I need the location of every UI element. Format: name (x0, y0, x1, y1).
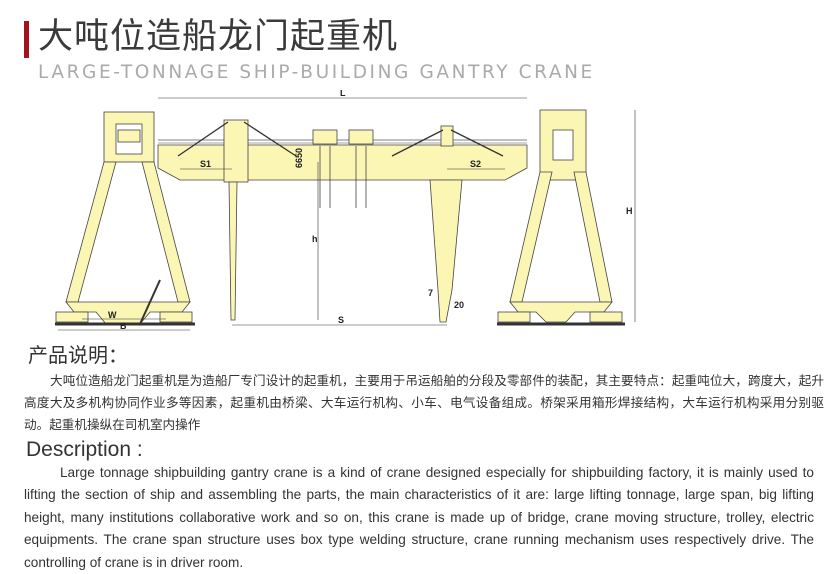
main-girder (157, 144, 528, 181)
dim-label-7: 7 (428, 288, 433, 298)
main-front-view (157, 119, 528, 323)
rigid-leg (228, 181, 238, 321)
right-tower (440, 125, 454, 147)
product-description-text-cn: 大吨位造船龙门起重机是为造船厂专门设计的起重机，主要用于吊运船舶的分段及零部件的… (24, 373, 824, 432)
dimension-lines (58, 97, 636, 331)
dim-label-S: S (338, 315, 344, 325)
dim-label-20: 20 (454, 300, 464, 310)
dim-label-W: W (108, 310, 117, 320)
product-description-heading-cn: 产品说明： (28, 343, 128, 367)
page-subtitle: LARGE-TONNAGE SHIP-BUILDING GANTRY CRANE (38, 62, 595, 83)
left-side-view (55, 111, 195, 326)
description-text-en: Large tonnage shipbuilding gantry crane … (24, 465, 814, 570)
title-accent-bar (24, 21, 29, 58)
dim-label-H: H (626, 206, 633, 216)
trolley-2 (348, 129, 374, 145)
dim-label-girder-height: 6650 (294, 148, 304, 168)
left-tower (223, 119, 249, 183)
dim-label-h: h (312, 234, 318, 244)
right-side-view (497, 109, 625, 326)
page-title: 大吨位造船龙门起重机 (38, 17, 399, 57)
dim-label-S2: S2 (470, 159, 481, 169)
flexible-leg (429, 179, 463, 323)
description-heading-en: Description : (26, 438, 143, 461)
side-view-leg-left (65, 161, 117, 303)
gantry-crane-drawing: L S1 S2 6650 h S H W B 7 20 (55, 90, 636, 331)
dim-label-L: L (340, 90, 346, 98)
dim-label-S1: S1 (200, 159, 211, 169)
side-view-leg-right (141, 161, 191, 303)
dim-label-B: B (120, 321, 127, 331)
trolley-1 (312, 129, 338, 145)
